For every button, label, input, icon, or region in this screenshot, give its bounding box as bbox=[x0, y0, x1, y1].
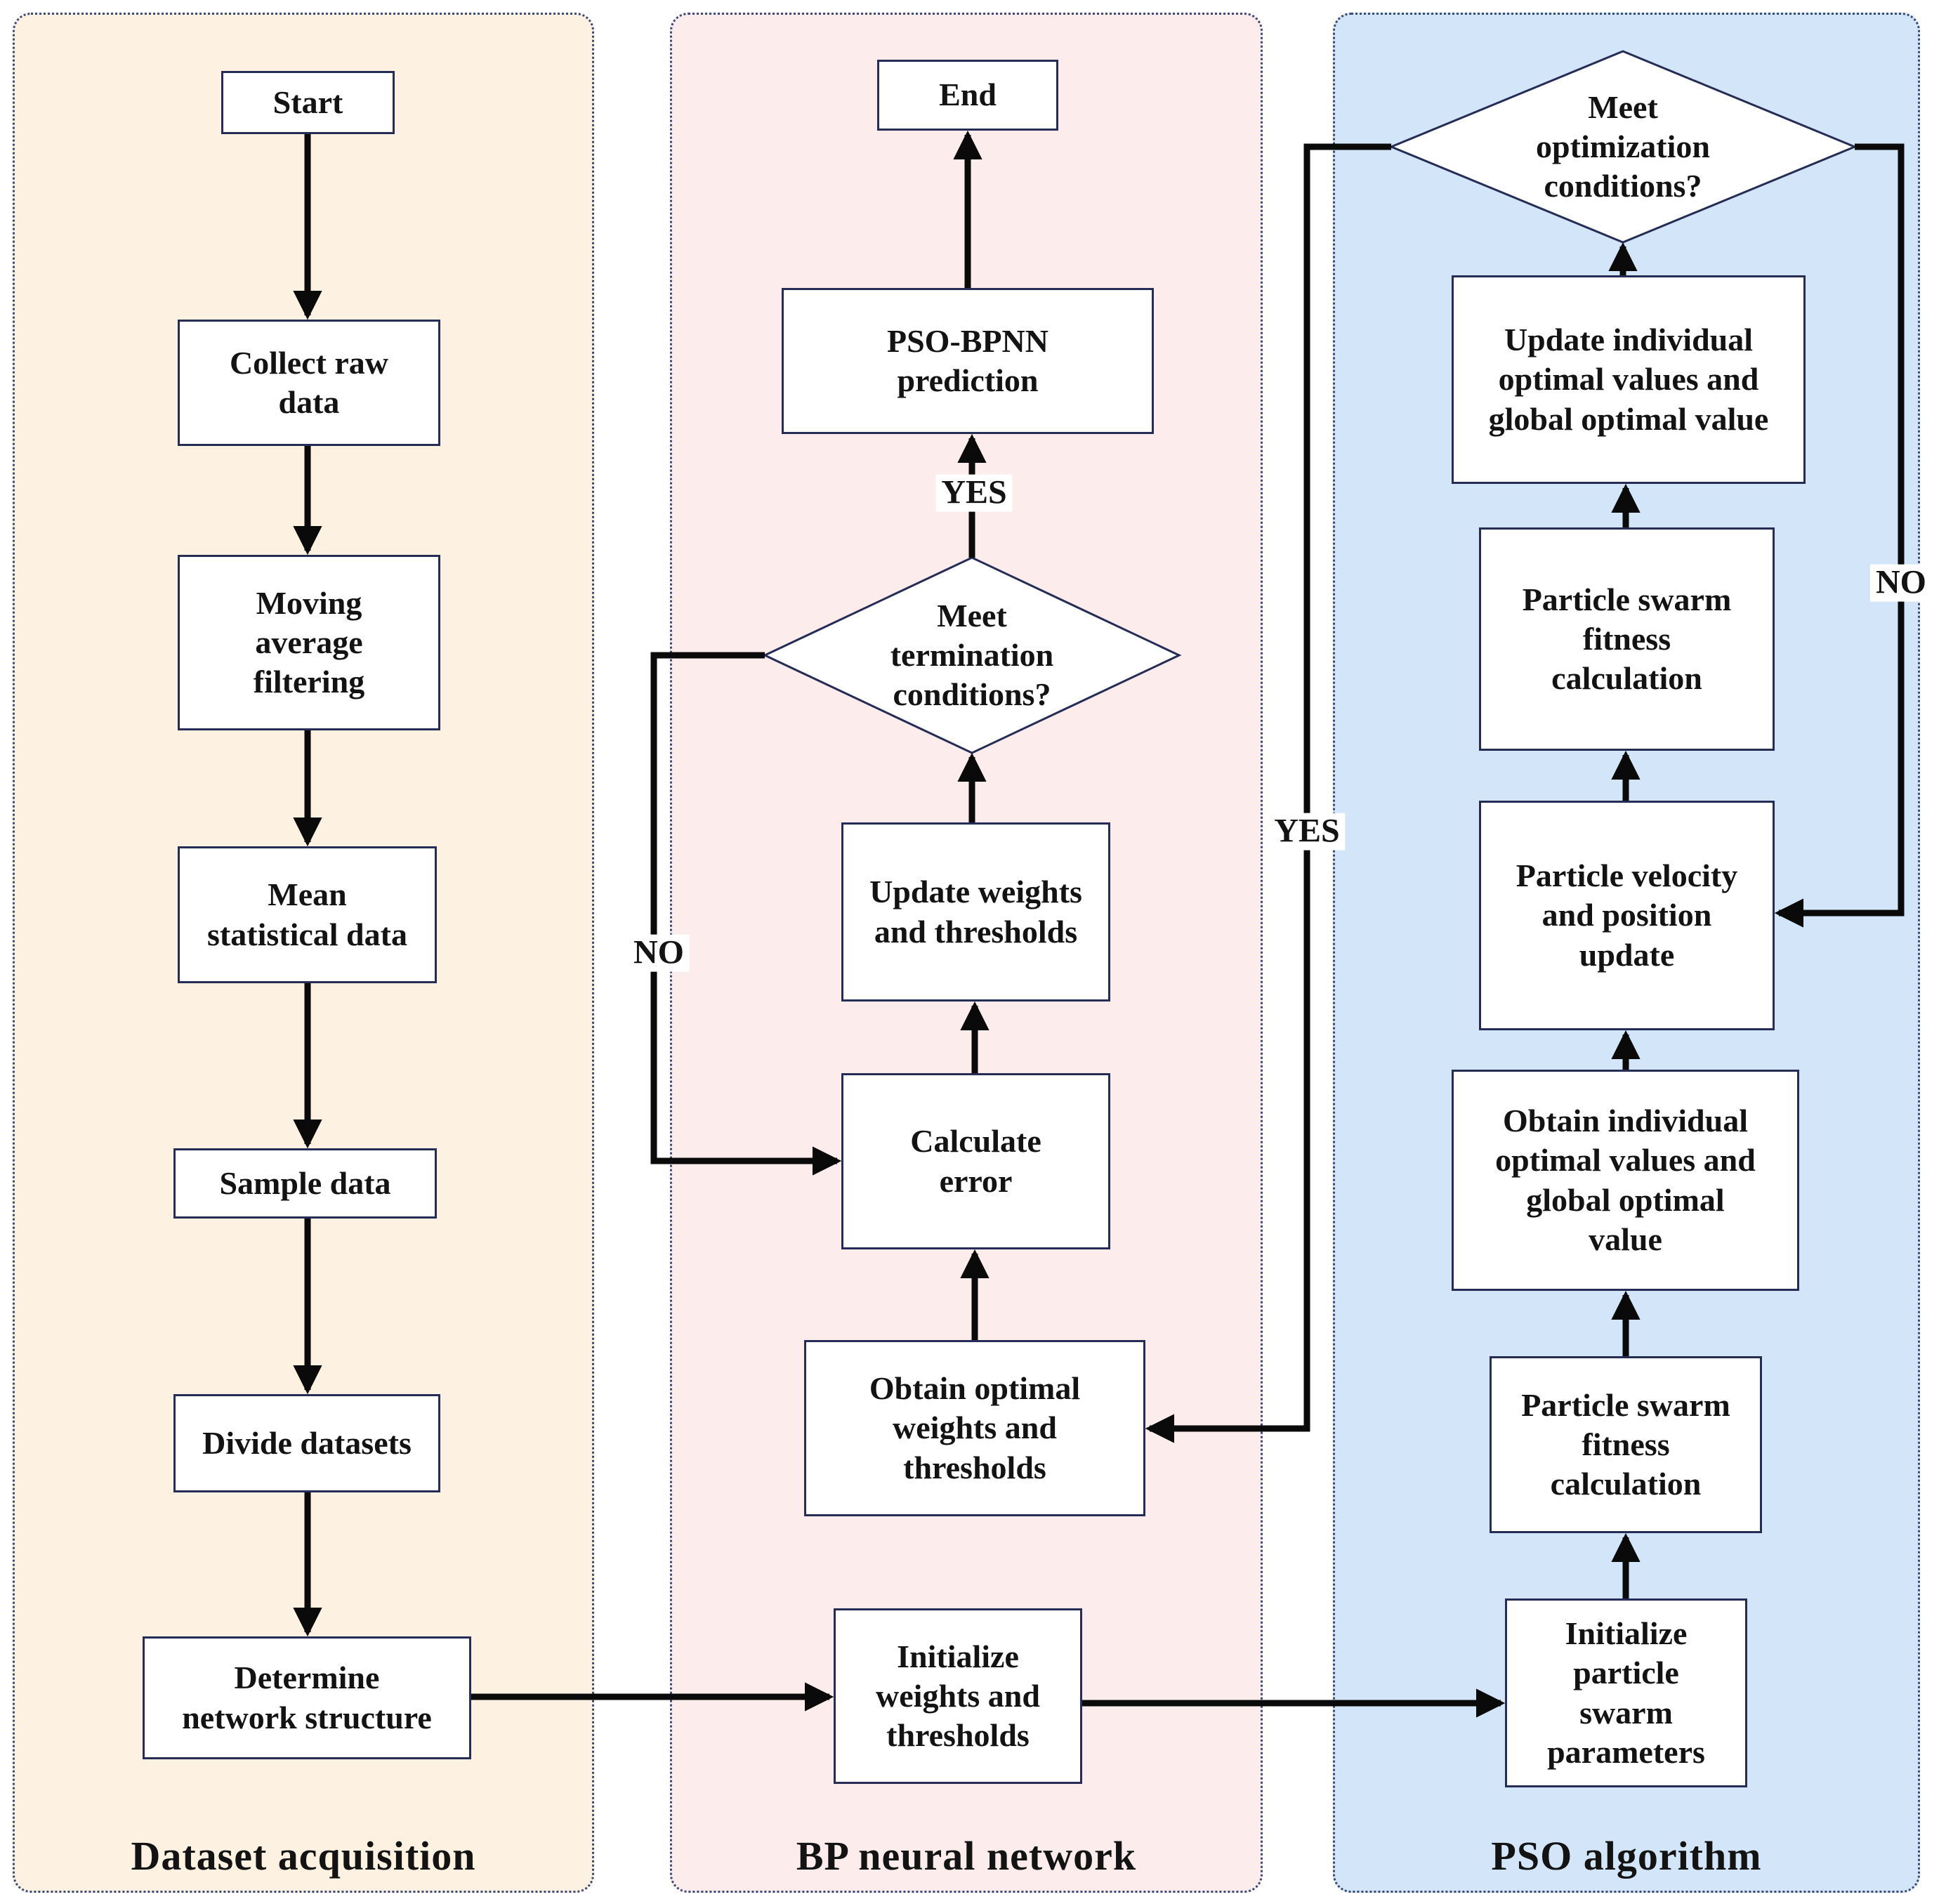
node-obtain-individual: Obtain individual optimal values and glo… bbox=[1452, 1070, 1799, 1291]
node-obtain-optimal: Obtain optimal weights and thresholds bbox=[804, 1340, 1145, 1516]
panel-label-bp-neural-network: BP neural network bbox=[796, 1833, 1137, 1879]
node-mean-statistical-data: Mean statistical data bbox=[178, 846, 437, 983]
panel-label-dataset-acquisition: Dataset acquisition bbox=[131, 1833, 476, 1879]
node-update-individual: Update individual optimal values and glo… bbox=[1452, 275, 1806, 484]
node-pso-bpnn-prediction: PSO-BPNN prediction bbox=[782, 288, 1154, 434]
node-meet-termination: Meet termination conditions? bbox=[890, 597, 1054, 713]
node-update-weights: Update weights and thresholds bbox=[841, 822, 1110, 1002]
node-sample-data: Sample data bbox=[173, 1148, 437, 1219]
node-init-weights: Initialize weights and thresholds bbox=[834, 1608, 1082, 1784]
edge-label-no-3: NO bbox=[1870, 564, 1932, 602]
node-end: End bbox=[877, 60, 1058, 131]
node-fitness-calc-lower: Particle swarm fitness calculation bbox=[1490, 1356, 1762, 1533]
node-calculate-error: Calculate error bbox=[841, 1073, 1110, 1249]
node-meet-optimization: Meet optimization conditions? bbox=[1536, 88, 1710, 204]
edge-label-yes-0: YES bbox=[935, 474, 1013, 512]
node-divide-datasets: Divide datasets bbox=[173, 1394, 440, 1492]
panel-label-pso-algorithm: PSO algorithm bbox=[1491, 1833, 1762, 1879]
node-start: Start bbox=[221, 71, 395, 134]
edge-label-no-1: NO bbox=[628, 934, 690, 972]
node-fitness-calc-upper: Particle swarm fitness calculation bbox=[1479, 527, 1775, 751]
node-collect-raw-data: Collect raw data bbox=[178, 320, 440, 446]
node-determine-network: Determine network structure bbox=[143, 1636, 471, 1759]
node-init-particle-swarm: Initialize particle swarm parameters bbox=[1505, 1598, 1747, 1787]
node-velocity-position: Particle velocity and position update bbox=[1479, 801, 1775, 1030]
node-moving-avg-filtering: Moving average filtering bbox=[178, 555, 440, 730]
edge-label-yes-2: YES bbox=[1268, 813, 1346, 851]
